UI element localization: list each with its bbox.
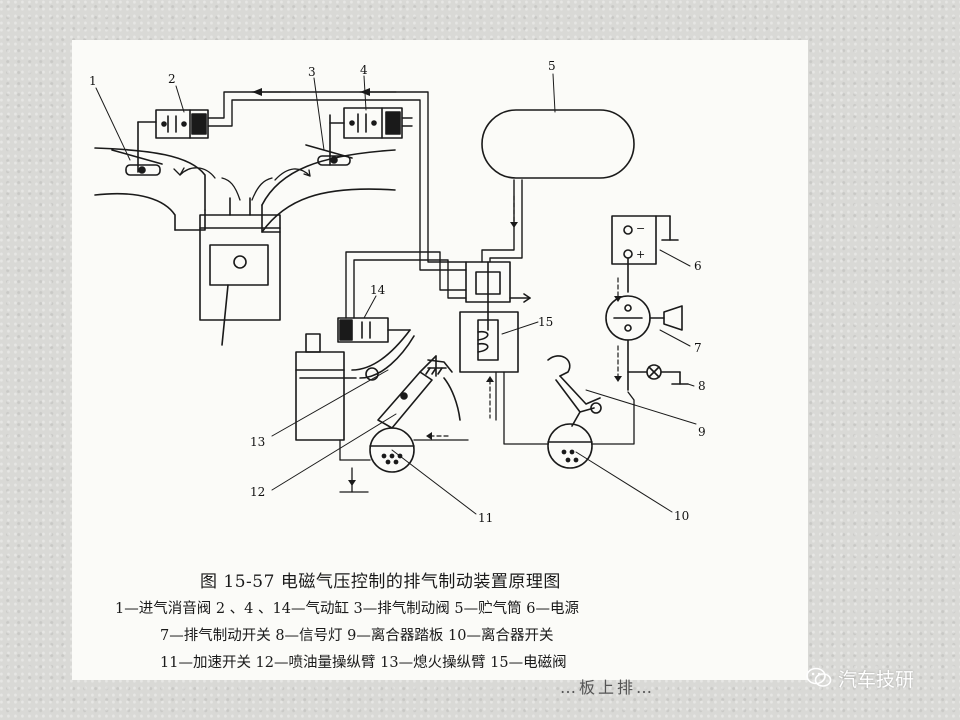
leader-lines [95,73,697,515]
air-cylinder-2 [155,109,209,139]
schematic-diagram: 1 2 3 4 5 6 7 8 9 10 11 12 13 14 15 − + [89,59,706,525]
solenoid-valve [459,261,531,373]
watermark-text: 汽车技研 [838,668,915,691]
label-7: 7 [694,341,702,355]
injection-pump [295,333,357,441]
figure-sheet: 1 2 3 4 5 6 7 8 9 10 11 12 13 14 15 − + [72,40,808,680]
label-6: 6 [694,259,702,273]
legend-line-3: 11—加速开关 12—喷油量操纵臂 13—熄火操纵臂 15—电磁阀 [160,655,567,671]
label-14: 14 [370,283,386,297]
air-cylinder-4 [329,107,403,139]
exhaust-brake-valve [305,114,353,166]
label-10: 10 [674,509,689,523]
air-pipes [207,91,523,319]
label-4: 4 [360,63,368,77]
watermark: 汽车技研 [806,664,914,692]
label-13: 13 [250,435,265,449]
throttle-lever [377,355,461,429]
arrowheads [252,88,622,486]
label-11: 11 [478,511,493,525]
label-3: 3 [308,65,316,79]
figure-title: 图 15-57 电磁气压控制的排气制动装置原理图 [200,572,561,592]
label-5: 5 [548,59,556,73]
flow-indicators [429,195,619,437]
legend-line-2: 7—排气制动开关 8—信号灯 9—离合器踏板 10—离合器开关 [160,628,554,644]
clutch-switch [547,423,593,469]
engine-cylinder [174,197,281,346]
air-reservoir [481,109,635,179]
label-12: 12 [250,485,265,499]
clutch-pedal [547,355,602,427]
electrical-wiring [339,371,635,493]
exhaust-manifold [261,149,396,233]
exhaust-brake-switch [605,295,683,391]
power-supply [611,215,679,293]
power-minus-symbol: − [636,222,645,235]
intake-silencer-valve [111,121,163,176]
intake-manifold [94,147,206,231]
shutoff-lever [351,329,415,381]
legend-line-1: 1—进气消音阀 2 、4 、14—气动缸 3—排气制动阀 5—贮气筒 6—电源 [115,601,579,617]
label-9: 9 [698,425,706,439]
ground-symbol [425,367,447,375]
label-2: 2 [168,72,176,86]
label-8: 8 [698,379,706,393]
label-1: 1 [89,74,97,88]
signal-lamp [627,364,689,385]
airflow-arrows [173,167,311,201]
label-15: 15 [538,315,553,329]
air-cylinder-14 [337,317,411,343]
clipped-text: …板上排… [560,678,656,697]
wechat-icon [806,667,832,687]
power-plus-symbol: + [636,248,645,261]
part-labels: 1 2 3 4 5 6 7 8 9 10 11 12 13 14 15 − + [89,59,706,525]
accelerator-switch [369,427,415,473]
